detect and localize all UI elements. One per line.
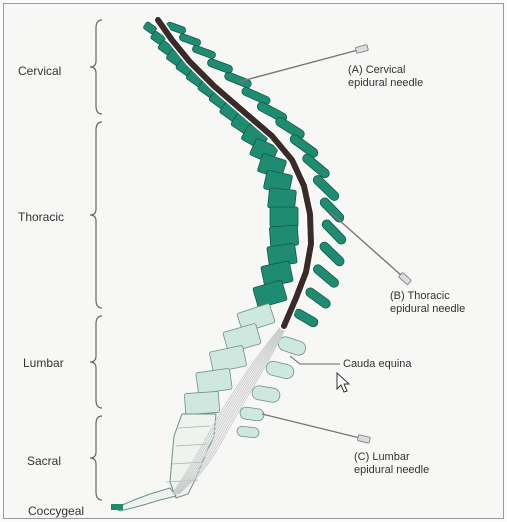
spinous-process: [206, 58, 233, 74]
label-cervical: Cervical: [18, 64, 61, 78]
spinous-process: [251, 385, 281, 404]
spinous-process: [320, 218, 347, 246]
spinous-process: [318, 240, 346, 267]
region-braces: [90, 20, 102, 500]
annotation-cauda-equina: Cauda equina: [343, 358, 412, 371]
label-thoracic: Thoracic: [18, 210, 64, 224]
vertebral-body: [270, 207, 298, 227]
annotation-cervical-needle: (A) Cervical epidural needle: [348, 64, 423, 90]
vertebral-body: [253, 280, 288, 308]
leader-cauda-equina: [290, 356, 340, 364]
brace-lumbar: [90, 316, 102, 408]
spinous-process: [237, 426, 260, 438]
spinous-process: [239, 406, 264, 421]
spinous-processes: [165, 21, 347, 438]
needle-cervical-hub: [355, 45, 368, 54]
annotation-cervical-needle-line2: epidural needle: [348, 77, 423, 90]
needle-cervical: [238, 50, 358, 82]
annotation-cervical-needle-line1: (A) Cervical: [348, 64, 423, 77]
spinous-process: [192, 45, 217, 60]
spinous-process: [277, 335, 308, 357]
vertebral-body: [196, 368, 233, 394]
annotation-lumbar-needle-line1: (C) Lumbar: [354, 451, 429, 464]
spinous-process: [241, 86, 272, 106]
label-lumbar: Lumbar: [23, 356, 64, 370]
vertebral-bodies: [111, 21, 299, 511]
brace-cervical: [90, 20, 102, 114]
cursor-arrow-icon: [337, 373, 349, 392]
annotation-lumbar-needle-line2: epidural needle: [354, 464, 429, 477]
mouse-cursor: [337, 373, 349, 392]
spinous-process: [265, 360, 296, 380]
needle-lumbar: [262, 414, 360, 438]
leader-lines: [290, 356, 340, 364]
brace-sacral: [90, 416, 102, 500]
spinous-process: [304, 286, 332, 310]
vertebral-body: [184, 391, 219, 414]
spinous-process: [312, 263, 341, 289]
needle-lumbar-hub: [357, 435, 370, 444]
spinous-process: [292, 308, 319, 329]
spinous-process: [178, 33, 201, 47]
label-sacral: Sacral: [27, 454, 61, 468]
coccyx-tip: [111, 504, 123, 510]
annotation-thoracic-needle-line1: (B) Thoracic: [390, 290, 465, 303]
annotation-thoracic-needle-line2: epidural needle: [390, 303, 465, 316]
label-coccygeal: Coccygeal: [28, 504, 84, 518]
needle-thoracic-hub: [399, 272, 412, 284]
annotation-lumbar-needle: (C) Lumbar epidural needle: [354, 451, 429, 477]
annotation-thoracic-needle: (B) Thoracic epidural needle: [390, 290, 465, 316]
spinous-process: [274, 116, 306, 141]
coccyx: [114, 488, 176, 511]
brace-thoracic: [90, 122, 102, 308]
